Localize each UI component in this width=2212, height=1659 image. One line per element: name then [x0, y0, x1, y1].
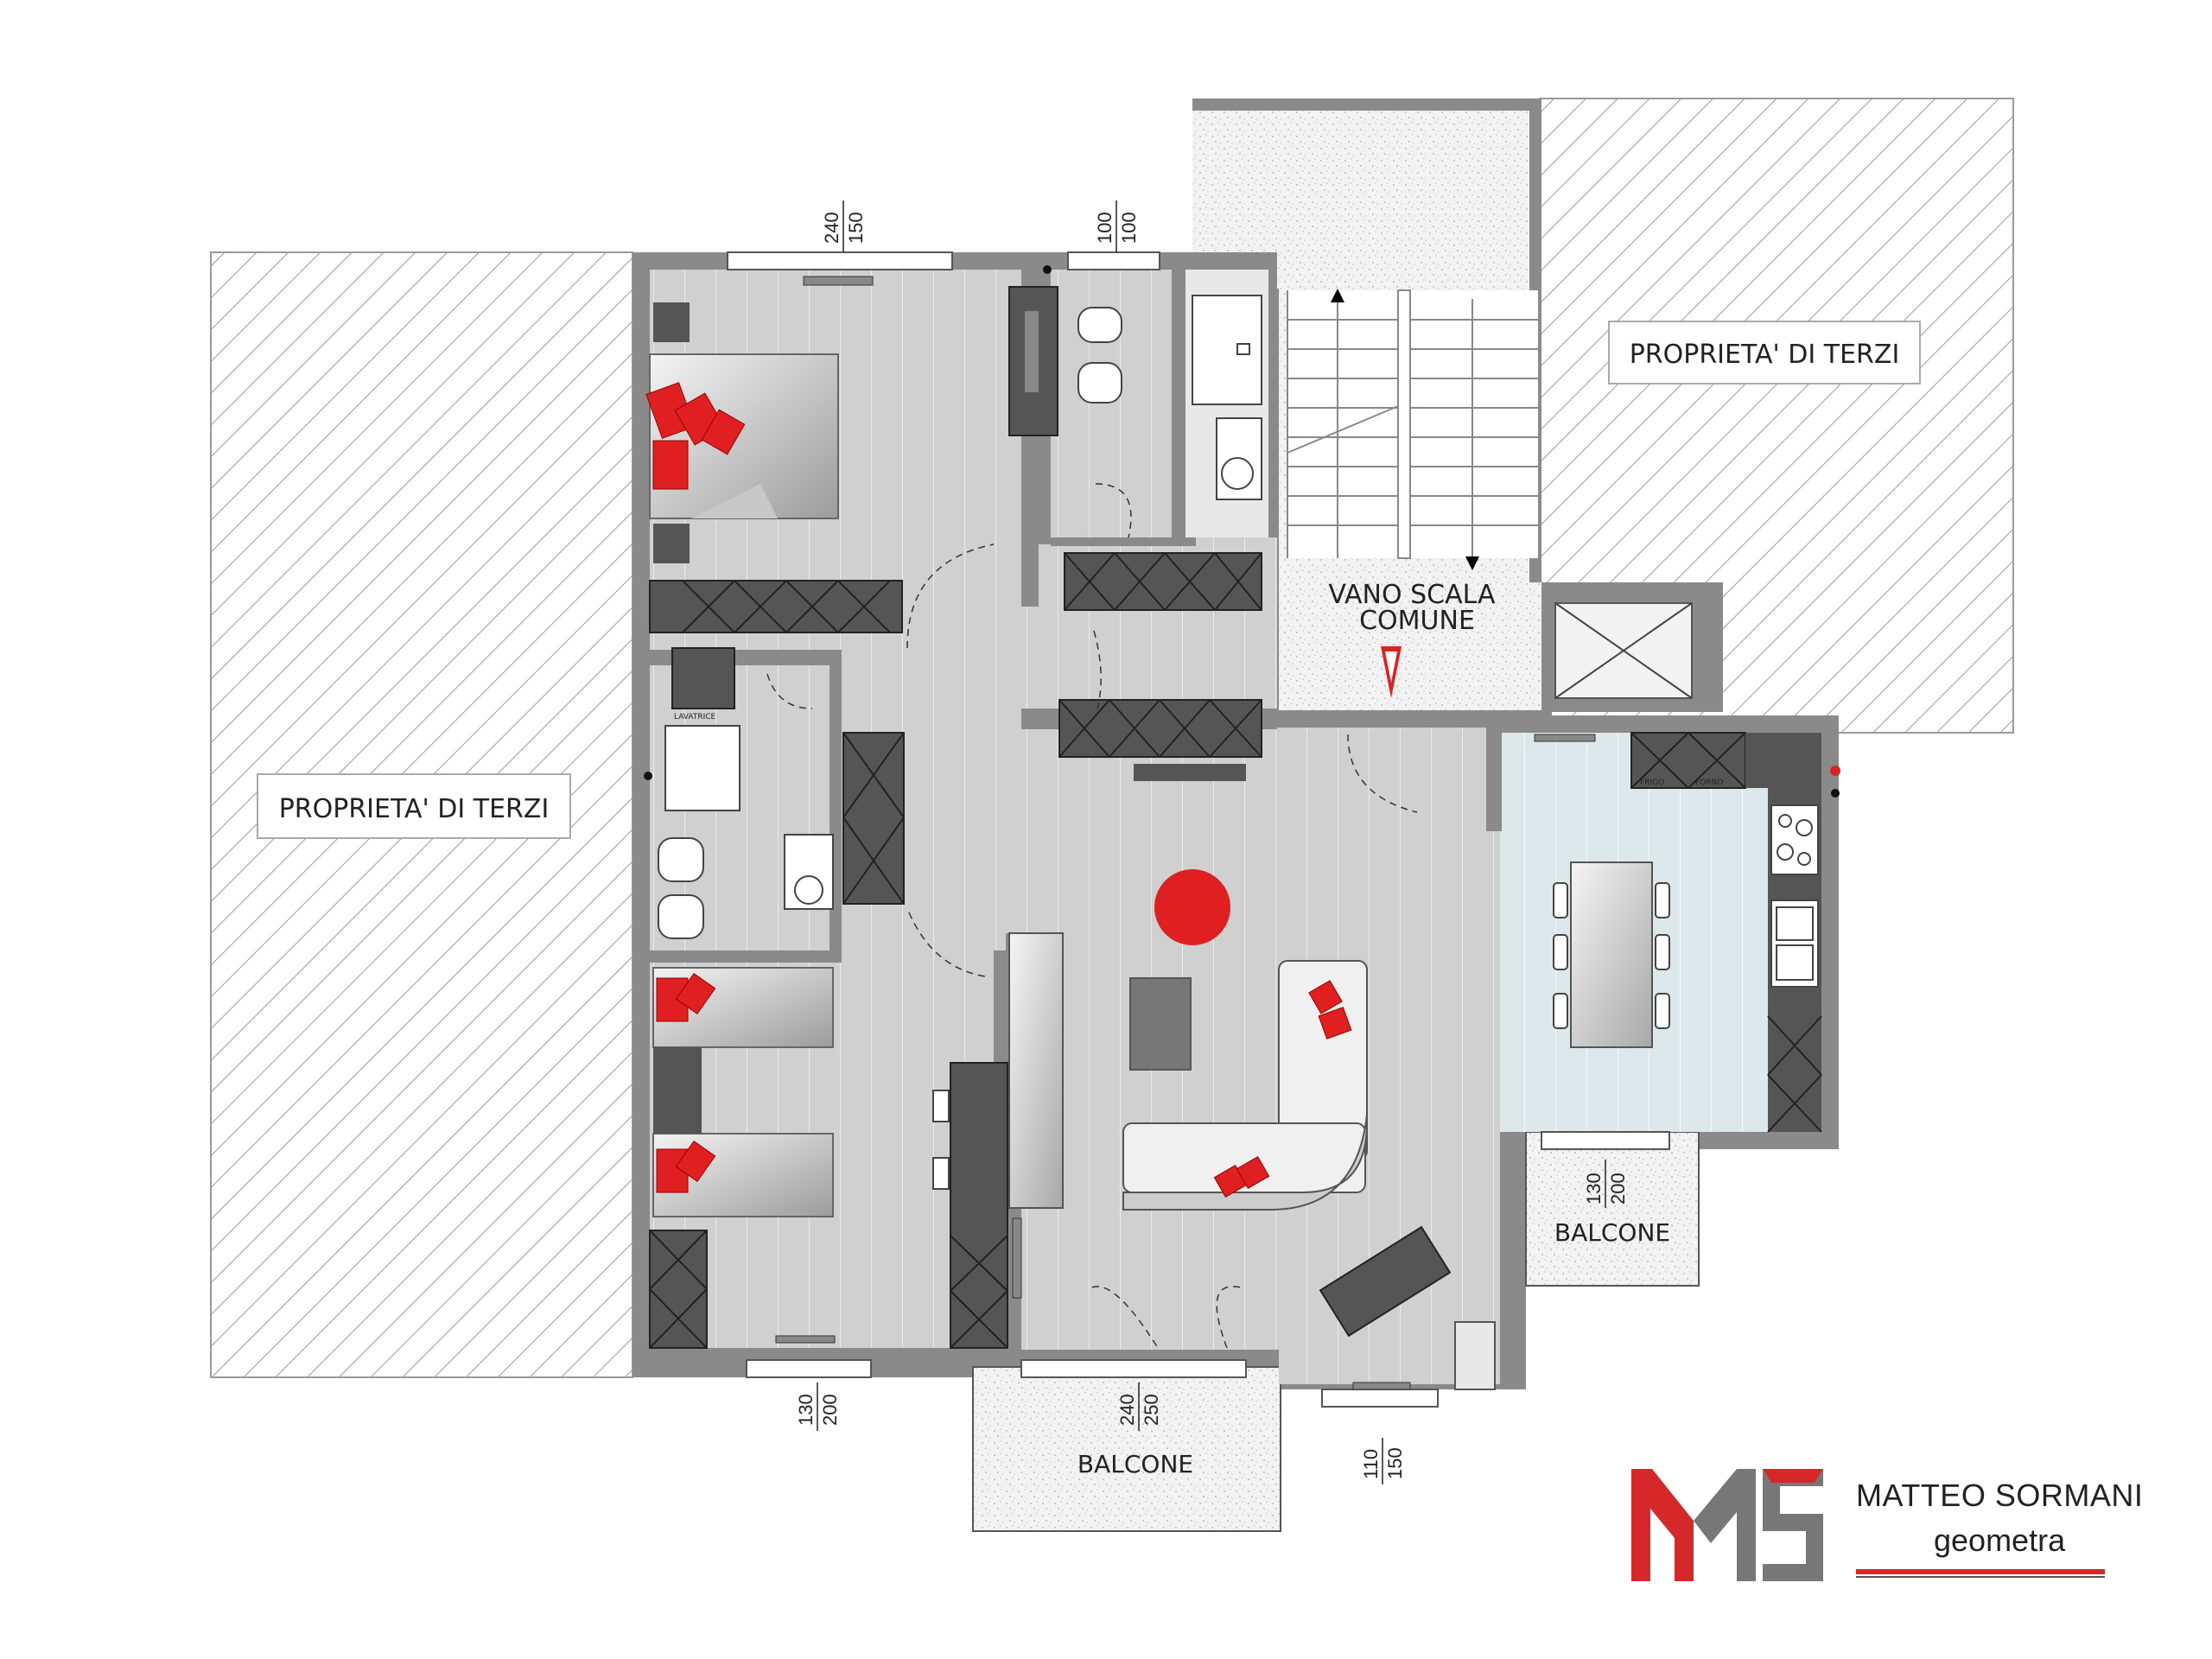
dimension-bottom-living: 240 250: [1116, 1382, 1162, 1431]
svg-text:150: 150: [1384, 1447, 1406, 1479]
bidet-bath3: [658, 894, 704, 939]
dining-table: [1570, 861, 1653, 1048]
balcony-right-label: BALCONE: [1554, 1218, 1670, 1247]
svg-text:200: 200: [1607, 1173, 1629, 1205]
stair-steps: [1287, 289, 1538, 559]
sofa-corner: [1122, 960, 1368, 1211]
bed-pillows: [645, 382, 746, 490]
dining-chairs: [1553, 882, 1670, 1029]
kitchen-sink: [1770, 899, 1819, 988]
balcony-bottom-label: BALCONE: [1077, 1450, 1193, 1478]
svg-text:130: 130: [1583, 1173, 1605, 1205]
nightstand-bottom: [653, 524, 690, 563]
bed-single-bottom: [652, 1133, 834, 1217]
tv-unit: [1008, 932, 1064, 1209]
svg-text:200: 200: [819, 1394, 841, 1426]
door-swings: [766, 483, 1418, 1349]
svg-text:240: 240: [821, 212, 842, 244]
logo-subtitle: geometra: [1934, 1522, 2066, 1558]
fridge-label: FRIGO: [1640, 779, 1664, 787]
laundry-box: [671, 647, 735, 709]
svg-text:100: 100: [1118, 212, 1140, 244]
radiators: [775, 276, 1596, 1390]
stair-arrow-down: [1465, 556, 1479, 570]
stairwell-label-line1: VANO SCALA: [1328, 580, 1496, 610]
wardrobe-hall-top: [1064, 552, 1262, 611]
electrical-dot-black-3: [644, 772, 652, 780]
kitchen-counter-top: [1630, 732, 1821, 789]
coffee-table: [1129, 977, 1192, 1071]
cabinet-living-right: [1454, 1321, 1496, 1390]
balcony-bottom: [972, 1366, 1281, 1532]
svg-text:130: 130: [795, 1394, 817, 1426]
shower-bath2: [1192, 295, 1262, 405]
logo-underline-red: [1856, 1569, 2105, 1574]
sofa-cushions: [1213, 980, 1352, 1198]
wardrobe-small-bedroom: [649, 1230, 708, 1349]
electrical-dot-red: [1830, 766, 1840, 776]
balcony-right: [1525, 1131, 1700, 1287]
red-round-rug: [1154, 869, 1230, 945]
dimension-right-kitchen: 130 200: [1583, 1160, 1629, 1208]
shower-bath3: [664, 725, 741, 811]
svg-text:240: 240: [1116, 1394, 1138, 1426]
desk-living: [1319, 1225, 1452, 1338]
stairwell-wall-top: [1192, 99, 1541, 111]
wardrobe-bath3: [842, 732, 905, 905]
svg-text:250: 250: [1141, 1394, 1162, 1426]
kitchen-counter-right-cabinets: [1767, 1015, 1822, 1133]
logo-mark: [1631, 1469, 1823, 1581]
laundry-label: LAVATRICE: [674, 713, 716, 721]
third-party-right-label: PROPRIETA' DI TERZI: [1630, 340, 1900, 370]
svg-text:100: 100: [1094, 212, 1116, 244]
logo-underline-grey: [1856, 1576, 2105, 1578]
dimension-top-bedroom: 240 150: [821, 200, 867, 252]
third-party-right-box: [1608, 321, 1921, 385]
toilet-bath3: [658, 837, 704, 882]
wardrobe-master: [649, 580, 903, 633]
svg-text:150: 150: [845, 212, 867, 244]
single-bed-pillows: [656, 972, 716, 1193]
third-party-left-box: [257, 773, 571, 839]
double-bed: [649, 353, 839, 519]
dimension-bottom-bedroom: 130 200: [795, 1382, 841, 1431]
stairwell-label-line2: COMUNE: [1359, 606, 1475, 636]
nightstand-top: [653, 302, 690, 342]
electrical-dot-black-1: [1831, 789, 1840, 798]
toilet-bath1: [1077, 307, 1122, 343]
windows: [727, 251, 1670, 1408]
svg-text:110: 110: [1360, 1449, 1382, 1479]
third-party-left-label: PROPRIETA' DI TERZI: [279, 794, 550, 824]
electrical-dot-black-2: [1043, 265, 1052, 274]
logo-name: MATTEO SORMANI: [1856, 1478, 2144, 1513]
oven-label: FORNO: [1695, 779, 1723, 787]
bidet-bath1: [1077, 362, 1122, 404]
wardrobe-hall-bottom: [1058, 699, 1262, 758]
dimension-top-bath: 100 100: [1094, 200, 1140, 252]
dimension-bottom-window: 110 150: [1360, 1438, 1406, 1484]
desk-small-bedroom: [932, 1062, 1008, 1349]
hob: [1770, 804, 1819, 875]
stair-arrow-up: [1331, 289, 1344, 302]
